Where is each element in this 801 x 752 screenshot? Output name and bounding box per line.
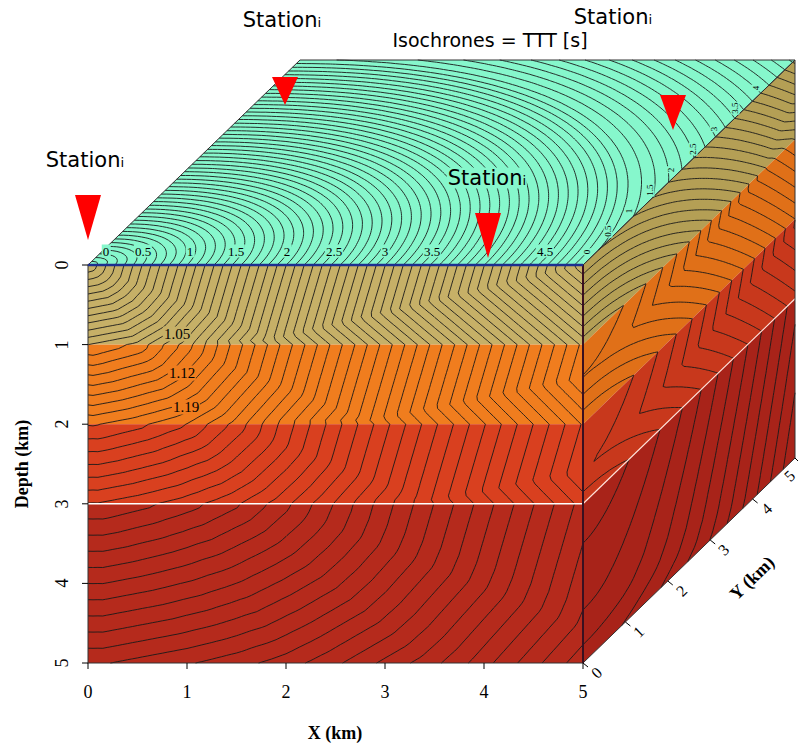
isochrone-value: 1 — [625, 208, 634, 215]
axis-title: Y (km) — [726, 553, 777, 603]
isochrone-value: 1.12 — [168, 366, 196, 381]
interface-line — [583, 299, 795, 504]
axis-title: Depth (km) — [13, 420, 31, 509]
station-label: Stationᵢ — [574, 7, 652, 28]
isochrone-value: 0 — [582, 249, 591, 256]
layer-three-front — [88, 424, 583, 504]
box-edge — [582, 265, 584, 663]
axis-title: X (km) — [308, 724, 363, 742]
station-label: Stationᵢ — [46, 150, 124, 171]
isochrone-lines — [583, 62, 795, 644]
axis-tick-label: 3 — [53, 499, 71, 508]
isochrone-value: 2 — [283, 245, 292, 258]
axis-tick-label: 4 — [758, 500, 775, 517]
axis-tick-label: 5 — [579, 683, 588, 701]
surface-edge — [88, 264, 583, 267]
isochrone-value: 3 — [381, 245, 390, 258]
isochrone-value: 2.5 — [325, 245, 343, 258]
axis-tick-label: 0 — [53, 261, 71, 270]
isochrone-value: 3 — [709, 126, 718, 133]
layer-four-front — [88, 504, 583, 663]
isochrone-value: 2.5 — [688, 143, 697, 156]
face-outline — [583, 60, 795, 663]
station-label: Stationᵢ — [447, 168, 527, 189]
axis-tick-label: 1 — [183, 683, 192, 701]
axis-tick-label: 2 — [53, 420, 71, 429]
axis-tick-label: 5 — [782, 467, 799, 484]
isochrone-value: 2 — [667, 167, 676, 174]
figure-title: Isochrones = TTT [s] — [392, 31, 587, 50]
isochrone-value: 3.5 — [731, 102, 740, 115]
axis-tick-label: 1 — [53, 340, 71, 349]
station-marker — [75, 195, 101, 240]
axis-tick-label: 4 — [480, 683, 489, 701]
axis-tick-label: 3 — [381, 683, 390, 701]
axis-tick-label: 0 — [589, 664, 606, 681]
axis-tick-label: 5 — [53, 659, 71, 668]
isochrone-value: 1.19 — [172, 400, 200, 415]
station-label: Stationᵢ — [243, 10, 321, 31]
isochrone-value: 1 — [186, 245, 195, 258]
axis-tick-label: 2 — [673, 582, 690, 599]
isochrone-value: 4 — [752, 85, 761, 92]
axis-ticks — [82, 265, 798, 669]
axis-tick-label: 1 — [631, 623, 648, 640]
isochrone-value: 0.5 — [134, 245, 152, 258]
isochrone-value: 1.05 — [163, 327, 191, 342]
station-marker — [660, 95, 686, 130]
axis-tick-label: 2 — [282, 683, 291, 701]
isochrone-value: 4.5 — [536, 245, 554, 258]
isochrone-lines — [92, 60, 793, 265]
isochrone-value: 0.5 — [603, 225, 612, 238]
isochrone-value: 0 — [102, 245, 111, 258]
station-marker — [272, 77, 298, 105]
layer-two-front — [88, 345, 583, 425]
isochrone-lines — [88, 265, 583, 663]
axis-tick-label: 3 — [716, 541, 733, 558]
axis-tick-label: 0 — [84, 683, 93, 701]
isochrone-value: 1.5 — [227, 245, 245, 258]
face-outline — [88, 265, 583, 663]
isochrone-value: 3.5 — [423, 245, 441, 258]
station-marker — [475, 213, 501, 258]
axis-tick-label: 4 — [53, 579, 71, 588]
isochrone-value: 1.5 — [646, 184, 655, 197]
interface-line — [88, 503, 583, 505]
